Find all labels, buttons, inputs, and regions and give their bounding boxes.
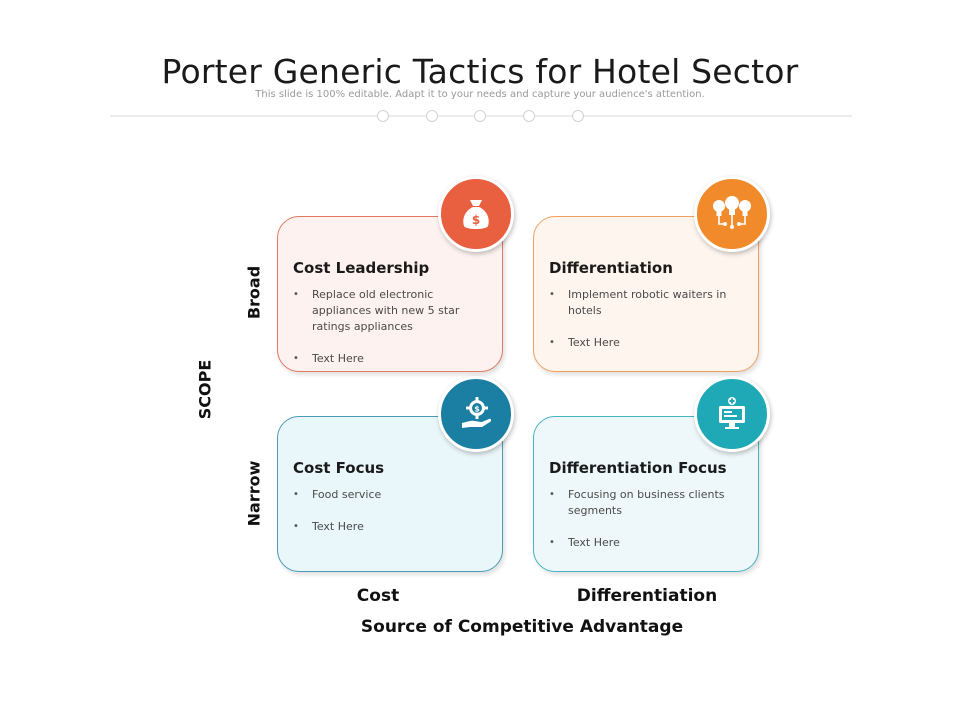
x-axis-label-differentiation: Differentiation [576,586,718,606]
bullet-item: Replace old electronic appliances with n… [293,287,488,335]
bullet-item: Text Here [293,351,488,367]
money-bag-icon: $ [438,176,514,252]
x-axis-label-cost: Cost [356,586,400,606]
bullet-item: Implement robotic waiters in hotels [549,287,744,319]
bullet-item: Text Here [549,535,744,551]
bullet-list: Food service Text Here [293,487,488,551]
bullet-item: Text Here [293,519,488,535]
light-bulbs-icon [694,176,770,252]
bullet-list: Implement robotic waiters in hotels Text… [549,287,744,367]
y-axis-label-narrow: Narrow [244,460,264,527]
bullet-item: Focusing on business clients segments [549,487,744,519]
bullet-list: Replace old electronic appliances with n… [293,287,488,383]
bullet-list: Focusing on business clients segments Te… [549,487,744,567]
slide-subtitle: This slide is 100% editable. Adapt it to… [255,89,705,100]
monitor-icon [694,376,770,452]
x-axis-title: Source of Competitive Advantage [360,617,684,637]
svg-text:$: $ [472,213,480,227]
quadrant-title: Differentiation [549,259,673,277]
title-divider [110,110,852,122]
quadrant-differentiation-focus: Differentiation Focus Focusing on busine… [533,416,759,572]
svg-text:$: $ [474,405,480,414]
quadrant-title: Cost Leadership [293,259,430,277]
quadrant-title: Differentiation Focus [549,459,727,477]
hand-gear-icon: $ [438,376,514,452]
quadrant-title: Cost Focus [293,459,385,477]
bullet-item: Food service [293,487,488,503]
bullet-item: Text Here [549,335,744,351]
y-axis-label-broad: Broad [244,265,264,320]
slide-title: Porter Generic Tactics for Hotel Sector [161,52,799,91]
y-axis-title: SCOPE [195,359,215,420]
